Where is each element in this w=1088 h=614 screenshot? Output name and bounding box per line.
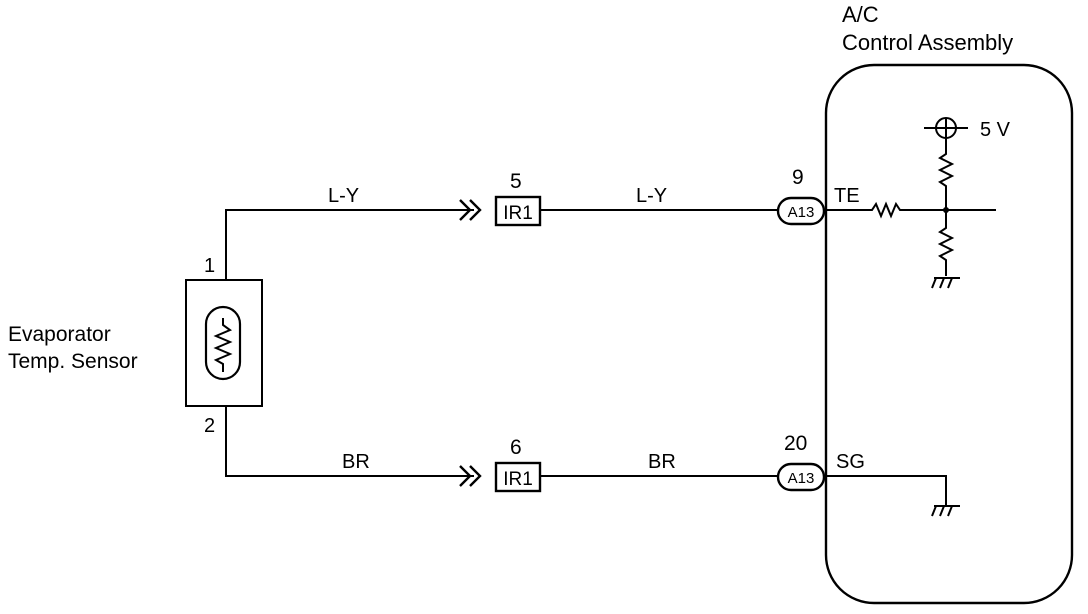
ground-icon-top [931, 277, 960, 289]
sensor-pin-2: 2 [204, 415, 215, 437]
control-assembly-box [824, 63, 1074, 605]
sensor-pin-1: 1 [204, 255, 215, 277]
bottom-a13-name: A13 [788, 470, 815, 487]
bottom-ir1-pin: 6 [510, 436, 522, 459]
pullup-resistor [937, 138, 955, 210]
bottom-wire-right-color: BR [648, 451, 676, 473]
top-ir1-name: IR1 [503, 203, 533, 224]
top-wire-left-color: L-Y [328, 185, 359, 207]
terminal-te: TE [834, 185, 860, 207]
bottom-a13-pin: 20 [784, 432, 807, 455]
bottom-connector-chevrons [459, 465, 482, 487]
assembly-title-line2: Control Assembly [842, 30, 1013, 55]
terminal-sg: SG [836, 451, 865, 473]
bottom-a13-connector [776, 462, 826, 492]
te-line [826, 201, 996, 219]
thermistor-capsule [204, 305, 242, 381]
supply-voltage: 5 V [980, 119, 1011, 141]
supply-line [924, 118, 968, 138]
top-a13-pin: 9 [792, 166, 804, 189]
top-wire-left [225, 209, 474, 280]
assembly-title-line1: A/C [842, 2, 879, 27]
top-connector-chevrons [459, 199, 482, 221]
ground-icon-bottom [931, 505, 960, 517]
bottom-ir1-name: IR1 [503, 469, 533, 490]
top-a13-connector [776, 196, 826, 226]
sensor-label-line1: Evaporator [8, 323, 111, 346]
pulldown-resistor [937, 210, 955, 276]
thermistor-icon [213, 318, 233, 372]
sensor-housing [185, 279, 263, 407]
sensor-label-line2: Temp. Sensor [8, 350, 138, 373]
sg-line [826, 475, 947, 506]
top-ir1-pin: 5 [510, 170, 522, 193]
top-wire-right-color: L-Y [636, 185, 667, 207]
bottom-wire-left-color: BR [342, 451, 370, 473]
top-a13-name: A13 [788, 204, 815, 221]
bottom-wire-left [225, 406, 474, 477]
